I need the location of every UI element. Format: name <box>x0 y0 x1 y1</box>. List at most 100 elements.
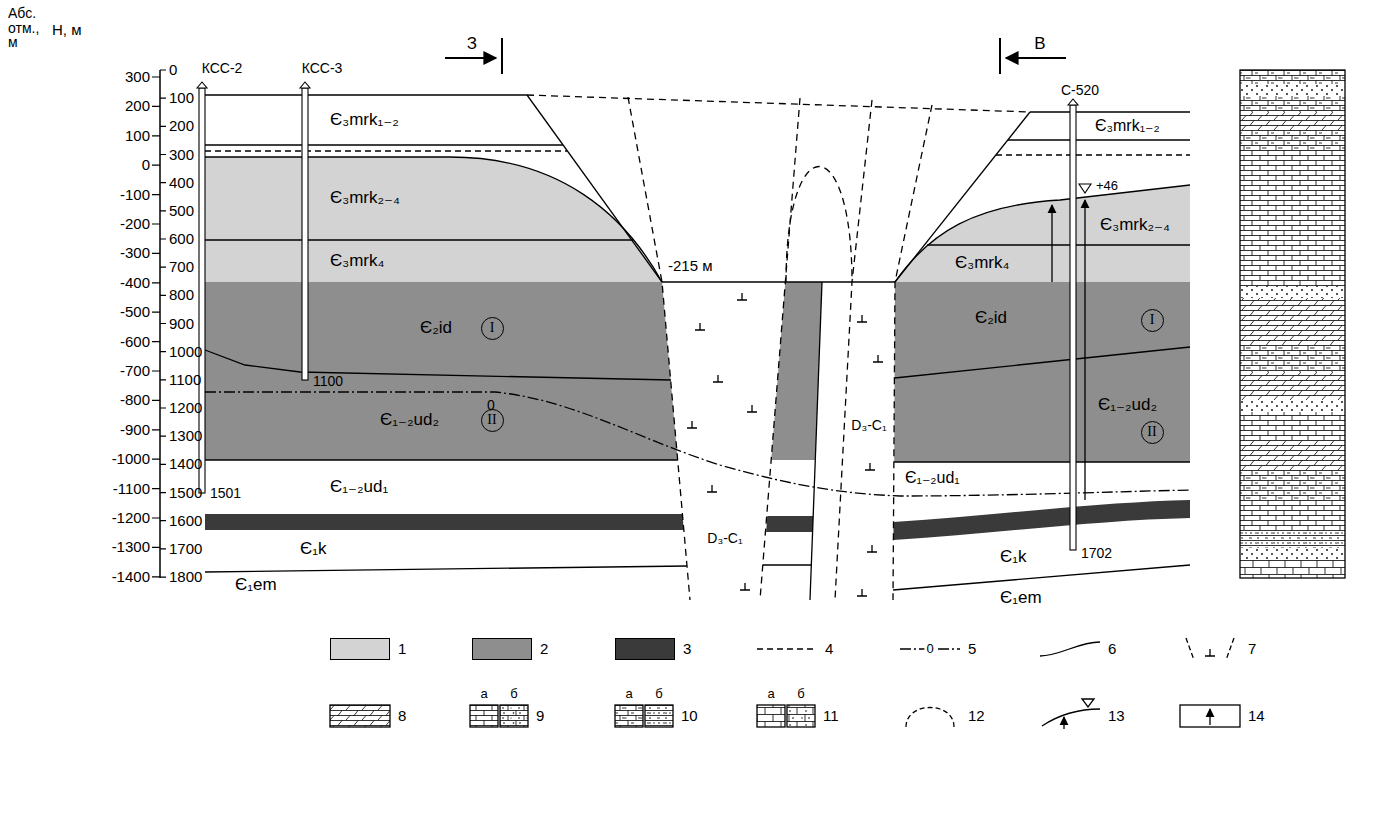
limestone-roof <box>205 150 567 151</box>
depth-tick: 200 <box>169 118 194 135</box>
formation-index: Є₃mrk₄ <box>955 253 1009 273</box>
legend-number: 11 <box>823 707 839 724</box>
legend-dome <box>906 708 954 728</box>
formation-index: Є₁₋₂ud₁ <box>330 477 388 497</box>
legend-number: 6 <box>1108 640 1116 657</box>
legend-letter: а <box>625 687 632 702</box>
aquifer-number-text: I <box>1150 313 1155 327</box>
direction-mark: В <box>1034 34 1045 54</box>
elevation-tick: -800 <box>120 392 150 409</box>
layer-boundary <box>205 566 687 572</box>
depth-tick: 1200 <box>169 399 202 416</box>
fault-line <box>893 105 932 600</box>
aquifer-number-text: II <box>1147 425 1156 439</box>
pit-bottom-mark: -215 м <box>668 257 713 274</box>
lithology-bed <box>1240 286 1345 298</box>
block-edge <box>810 282 822 600</box>
ground-line <box>205 94 527 95</box>
direction-arrow <box>1006 57 1066 59</box>
depth-tick: 500 <box>169 202 194 219</box>
upward-flow-arrow <box>1084 200 1085 500</box>
elevation-tick: 300 <box>125 68 150 85</box>
legend-samples <box>330 638 1240 729</box>
layer-boundary <box>927 244 1190 245</box>
well-name: С-520 <box>1061 82 1099 98</box>
formation-index: Є₁₋₂ud₁ <box>905 469 960 487</box>
elevation-tick: -500 <box>120 304 150 321</box>
direction-arrow <box>445 57 496 59</box>
graben-fill-index: D₃-C₁ <box>849 417 888 433</box>
lithology-bed <box>1240 400 1345 412</box>
formation-index: Є₃mrk₄ <box>330 251 384 271</box>
fault-line <box>835 100 872 600</box>
layer-boundary <box>205 459 678 460</box>
depth-tick: 800 <box>169 287 194 304</box>
pit-outline <box>527 95 1030 112</box>
legend-number: 9 <box>536 707 544 724</box>
formation-index: Є₁em <box>235 575 277 595</box>
legend-dolomite <box>330 705 390 727</box>
legend-swatch <box>615 638 675 660</box>
section-end <box>999 38 1001 74</box>
legend-number: 14 <box>1248 707 1265 724</box>
formation-index: Є₁em <box>1000 588 1042 608</box>
graben-fill-index: D₃-C₁ <box>705 530 744 546</box>
depth-tick: 1600 <box>169 512 202 529</box>
lithology-bed <box>1240 440 1345 470</box>
legend-limestone <box>470 705 498 727</box>
legend-marl <box>615 705 643 727</box>
axis-title: H, м <box>52 21 81 38</box>
axis-title: Абс. отм., м <box>8 6 48 50</box>
elevation-tick: -1400 <box>112 568 150 585</box>
layer-boundary <box>893 565 1190 590</box>
direction-mark: З <box>467 34 477 54</box>
depth-tick: 400 <box>169 174 194 191</box>
depth-tick: 1300 <box>169 428 202 445</box>
legend-number: 12 <box>968 707 985 724</box>
elevation-tick: -1200 <box>112 509 150 526</box>
lithology-bed <box>1240 130 1345 150</box>
aquifer-number-text: I <box>490 321 495 335</box>
well-depth: 1100 <box>313 373 343 389</box>
formation-index: Є₁k <box>300 539 326 559</box>
aquitard-fill <box>205 514 684 530</box>
legend-flow-arrow <box>1209 709 1210 725</box>
section-direction <box>445 38 1066 74</box>
depth-tick: 900 <box>169 315 194 332</box>
lithology-bed <box>1240 84 1345 96</box>
depth-tick: 700 <box>169 259 194 276</box>
lithology-bed <box>1240 560 1345 578</box>
depth-tick: 300 <box>169 146 194 163</box>
elevation-tick: -1300 <box>112 539 150 556</box>
formation-index: Є₁₋₂ud₂ <box>1098 395 1157 415</box>
aquifer-fill <box>894 282 1190 462</box>
depth-axis <box>152 70 166 578</box>
aquitard-fill <box>766 516 813 532</box>
lithology-bed <box>1240 470 1345 500</box>
water-level: +46 <box>1096 179 1118 194</box>
well-head <box>1068 99 1078 105</box>
legend-number: 4 <box>825 640 833 657</box>
fault-line <box>628 97 690 600</box>
well-depth: 1702 <box>1081 545 1112 561</box>
depth-tick: 1500 <box>169 484 202 501</box>
elevation-tick: -400 <box>120 274 150 291</box>
aquifer-number: II <box>1141 421 1164 444</box>
axis-ticks <box>152 70 166 577</box>
section-end <box>501 38 503 74</box>
lithology-bed <box>1240 412 1345 440</box>
aquifer-number-text: II <box>487 413 496 427</box>
ground-line <box>1030 111 1190 112</box>
contour-value: 0 <box>924 642 935 657</box>
layer-boundary <box>1008 139 1190 140</box>
aquitard-fill <box>894 500 1191 540</box>
formation-index: Є₂id <box>420 318 452 338</box>
depth-tick: 100 <box>169 90 194 107</box>
elevation-tick: 200 <box>125 98 150 115</box>
legend-flow-box <box>1180 705 1240 727</box>
lithology-bed <box>1240 112 1345 130</box>
elevation-tick: -1100 <box>113 480 150 497</box>
legend-letter: а <box>480 687 487 702</box>
lithology-bed <box>1240 372 1345 400</box>
legend-water-level <box>1042 709 1100 726</box>
